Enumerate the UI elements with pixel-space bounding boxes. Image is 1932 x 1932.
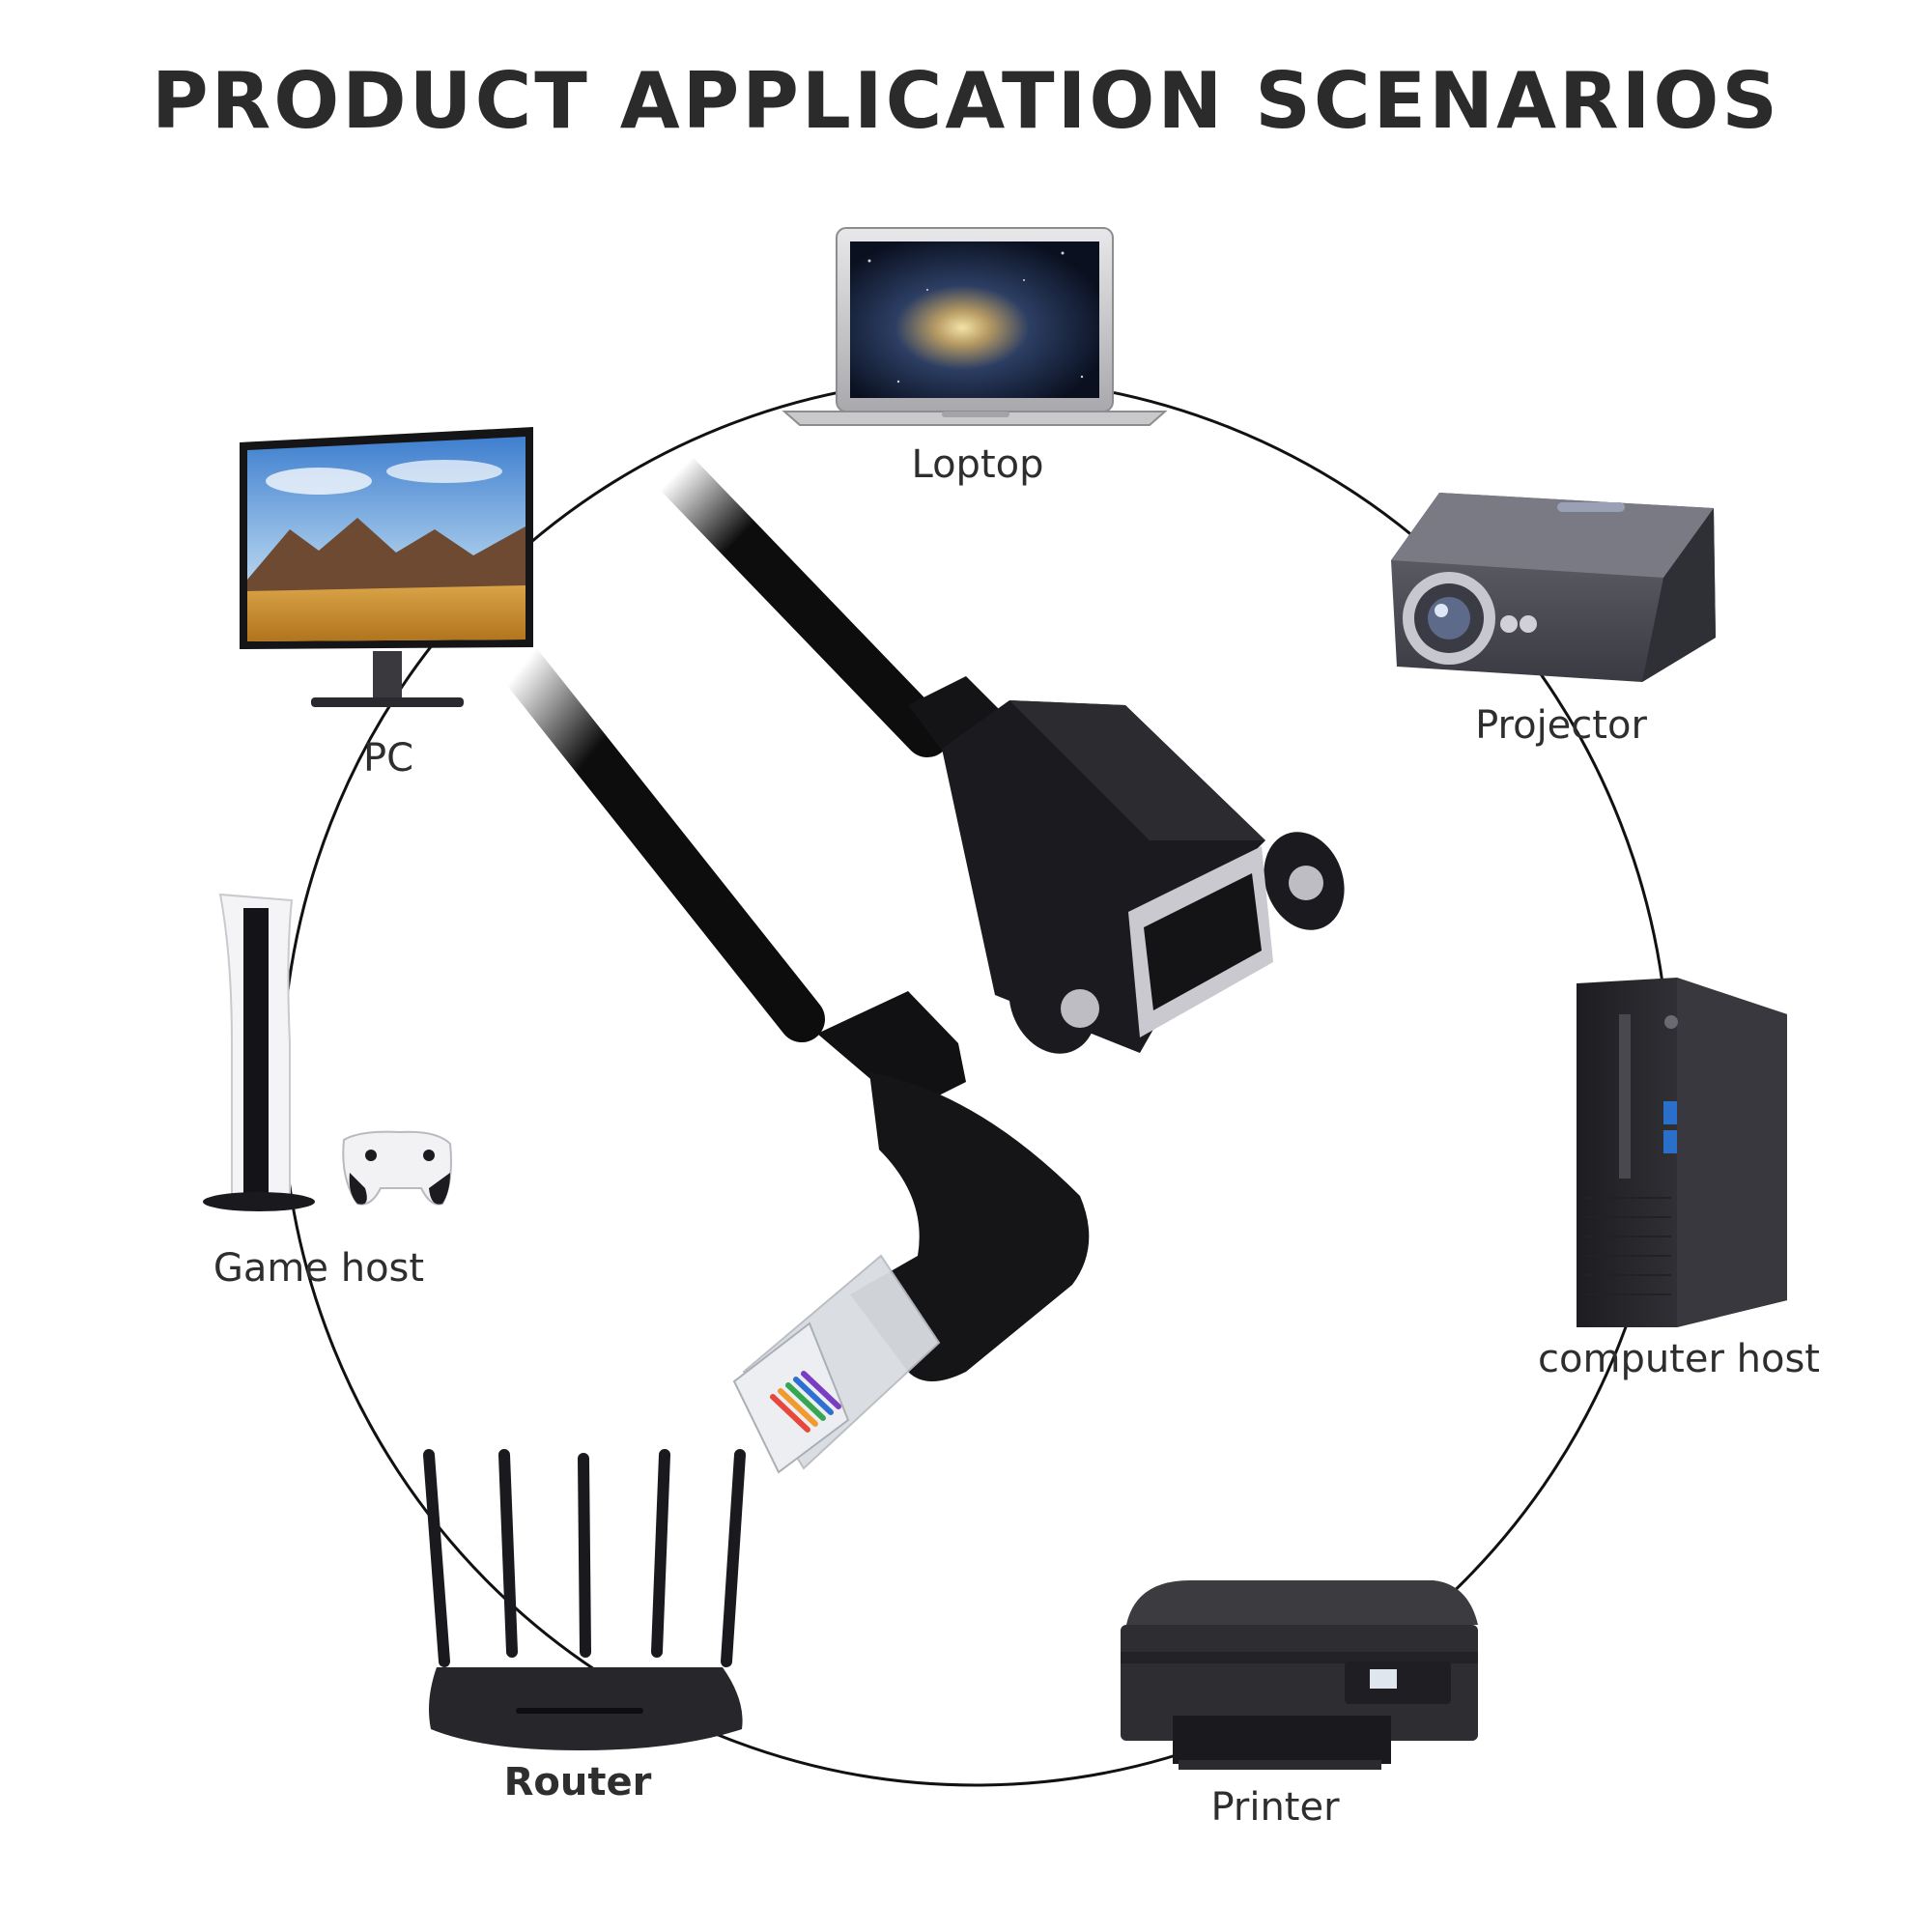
device-label-projector: Projector <box>1475 703 1647 748</box>
device-label-game-host: Game host <box>213 1246 425 1291</box>
right-angle-plug-illustration <box>732 991 1090 1474</box>
game-console-illustration <box>203 893 452 1211</box>
device-label-laptop: Loptop <box>911 442 1044 487</box>
device-label-computer-host: computer host <box>1538 1337 1820 1381</box>
page-title: PRODUCT APPLICATION SCENARIOS <box>151 56 1781 146</box>
panel-mount-jack-illustration <box>908 676 1345 1054</box>
ethernet-cable-illustration <box>498 450 951 1042</box>
pc-monitor-illustration <box>240 427 533 707</box>
device-label-printer: Printer <box>1210 1785 1340 1830</box>
router-illustration <box>423 1449 746 1750</box>
device-label-pc: PC <box>362 736 414 781</box>
printer-illustration <box>1121 1580 1478 1770</box>
laptop-illustration <box>781 227 1168 426</box>
computer-tower-illustration <box>1577 978 1787 1327</box>
device-label-router: Router <box>503 1760 652 1804</box>
projector-illustration <box>1391 493 1716 682</box>
